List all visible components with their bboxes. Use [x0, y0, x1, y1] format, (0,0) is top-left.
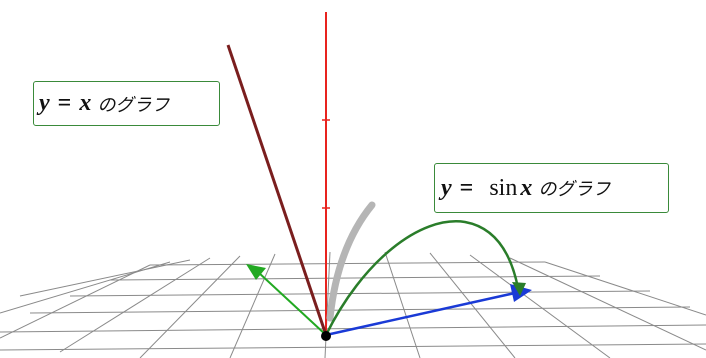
label1-eq: =	[57, 90, 72, 116]
grid-line	[544, 261, 706, 316]
grid-line	[0, 343, 706, 351]
grid-line	[149, 261, 546, 266]
label-y-eq-sinx: y = sin x のグラフ	[434, 163, 669, 213]
sin-curve	[324, 220, 520, 336]
label1-y: y	[39, 90, 50, 116]
grid-line	[139, 255, 241, 358]
grid-line	[429, 252, 516, 358]
y-axis	[257, 271, 327, 336]
grid-line	[469, 254, 611, 358]
line-y-eq-x	[226, 44, 328, 336]
label-y-eq-x: y = x のグラフ	[33, 81, 220, 126]
grid-line	[69, 290, 651, 297]
label1-x: x	[79, 90, 92, 116]
grid-line	[229, 253, 276, 358]
label2-eq: =	[459, 174, 474, 201]
label2-y: y	[441, 174, 452, 201]
grid-line	[19, 259, 191, 297]
grid-line	[29, 306, 691, 314]
label2-suffix: のグラフ	[538, 179, 611, 200]
sin-curve-arrowhead	[512, 282, 526, 296]
label1-suffix: のグラフ	[97, 94, 170, 116]
label2-x: x	[520, 174, 533, 201]
x-axis	[325, 291, 516, 337]
grid-line	[509, 257, 706, 351]
grid-line	[384, 251, 421, 358]
label2-sin: sin	[489, 174, 518, 201]
origin-point	[321, 331, 331, 341]
z-axis-ticks	[322, 119, 330, 209]
ground-grid	[0, 251, 706, 358]
grid-line	[109, 275, 601, 281]
grid-line	[0, 264, 151, 339]
shadow-curve	[326, 201, 376, 322]
grid-line	[59, 257, 211, 353]
y-axis-arrowhead	[246, 264, 266, 280]
